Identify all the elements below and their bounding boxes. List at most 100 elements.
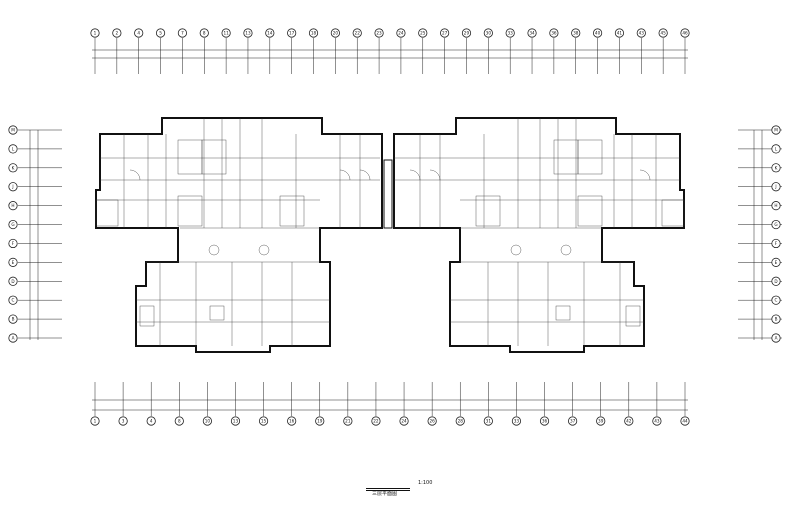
bottom-axis-label: 28 xyxy=(458,419,464,424)
top-axis-circle xyxy=(374,28,384,38)
top-axis-label: 36 xyxy=(551,31,557,36)
top-axis-bubble: 34 xyxy=(527,28,537,38)
top-axis-circle xyxy=(396,28,406,38)
bottom-axis-label: 44 xyxy=(682,419,688,424)
bottom-axis-bubble: 4 xyxy=(146,416,156,426)
bottom-axis-bubble: 28 xyxy=(455,416,465,426)
bottom-axis-circle xyxy=(596,416,606,426)
bottom-axis-circle xyxy=(539,416,550,426)
bottom-axis-circle xyxy=(511,416,522,426)
top-axis-bubble: 13 xyxy=(243,28,253,38)
bottom-axis-label: 3 xyxy=(122,419,125,424)
top-axis-bubble: 11 xyxy=(221,28,231,38)
bottom-axis-bubble: 43 xyxy=(652,416,662,426)
right-axis-label: B xyxy=(775,317,778,322)
bottom-axis-circle xyxy=(315,416,325,426)
top-axis-circle xyxy=(636,28,646,38)
bottom-axis-bubble: 42 xyxy=(624,416,634,426)
left-axis-circle xyxy=(8,163,18,173)
bottom-axis-bubble: 44 xyxy=(680,416,690,426)
right-axis-bubble: M xyxy=(771,125,781,135)
title-underline xyxy=(366,488,410,489)
top-axis-label: 8 xyxy=(203,31,206,36)
left-axis-bubble: C xyxy=(8,295,18,305)
title-underline-thin xyxy=(366,490,410,491)
top-axis-circle xyxy=(680,28,690,38)
left-building-plan xyxy=(95,117,383,353)
right-axis-circle xyxy=(771,238,781,249)
bottom-axis-circle xyxy=(118,416,128,426)
left-axis-bubble: J xyxy=(8,182,18,192)
left-axis-bubble: E xyxy=(8,257,18,267)
top-axis-circle xyxy=(112,28,122,38)
bottom-axis-bubble: 26 xyxy=(427,416,437,426)
top-axis-bubble: 36 xyxy=(549,28,559,38)
top-axis-circle xyxy=(549,28,559,38)
bottom-axis-bubble: 19 xyxy=(315,416,325,426)
left-axis-label: B xyxy=(12,317,15,322)
right-axis-label: M xyxy=(774,128,778,133)
bottom-axis-label: 13 xyxy=(233,419,239,424)
bottom-axis-bubble: 10 xyxy=(202,416,212,426)
right-axis-circle xyxy=(771,182,781,192)
bottom-axis-circle xyxy=(483,416,493,426)
top-axis-circle xyxy=(90,28,100,38)
bottom-axis-label: 15 xyxy=(261,419,267,424)
bottom-axis-label: 26 xyxy=(429,419,435,424)
right-axis-label: C xyxy=(775,298,778,303)
left-axis-bubble: M xyxy=(8,125,18,135)
bottom-axis-label: 1 xyxy=(94,419,97,424)
left-axis-label: D xyxy=(11,279,14,284)
top-axis-label: 1 xyxy=(94,31,97,36)
left-axis-label: C xyxy=(12,298,15,303)
right-axis-circle xyxy=(771,295,781,305)
top-axis-circle xyxy=(330,28,340,38)
right-axis-label: F xyxy=(775,241,778,246)
top-axis-label: 18 xyxy=(311,31,317,36)
top-axis-bubble: 33 xyxy=(505,28,515,38)
bottom-axis-label: 24 xyxy=(401,419,407,424)
left-axis-circle xyxy=(8,333,18,343)
top-axis-label: 7 xyxy=(181,31,184,36)
bottom-axis-label: 22 xyxy=(373,419,379,424)
top-axis-circle xyxy=(308,28,319,38)
left-axis-circle xyxy=(8,219,18,230)
top-axis-circle xyxy=(527,28,537,38)
bottom-axis-bubble: 39 xyxy=(596,416,606,426)
left-axis-bubble: B xyxy=(8,314,18,324)
left-axis-circle xyxy=(8,182,18,192)
top-axis-label: 45 xyxy=(660,31,666,36)
bottom-axis-bubble: 13 xyxy=(230,416,241,426)
bottom-axis-circle xyxy=(230,416,241,426)
top-axis-label: 4 xyxy=(137,31,140,36)
top-axis-circle xyxy=(177,28,188,38)
right-axis-bubble: E xyxy=(771,257,781,267)
bottom-axis-bubble: 37 xyxy=(568,416,578,426)
right-axis-bubble: C xyxy=(771,295,781,305)
top-axis-circle xyxy=(134,28,144,38)
left-axis-label: M xyxy=(11,128,15,133)
right-axis-bubble: K xyxy=(771,163,781,173)
top-axis-bubble: 14 xyxy=(265,28,275,38)
right-axis-label: H xyxy=(774,203,777,208)
top-axis-bubble: 7 xyxy=(177,28,188,38)
top-axis-circle xyxy=(221,28,231,38)
top-axis-circle xyxy=(287,28,297,38)
top-axis-bubble: 43 xyxy=(636,28,646,38)
bottom-axis-circle xyxy=(680,416,690,426)
right-dimension-lines xyxy=(753,130,763,340)
top-axis-label: 25 xyxy=(420,31,426,36)
bottom-axis-circle xyxy=(399,416,409,426)
right-axis-label: D xyxy=(774,279,777,284)
bottom-axis-circle xyxy=(258,416,269,426)
left-axis-bubble: L xyxy=(8,144,18,154)
left-axis-circle xyxy=(8,257,18,267)
bottom-axis-bubble: 21 xyxy=(343,416,353,426)
left-axis-bubble: F xyxy=(8,238,18,249)
bottom-axis-label: 10 xyxy=(205,419,211,424)
bottom-axis-circle xyxy=(146,416,156,426)
bottom-axis-bubble: 22 xyxy=(371,416,381,426)
